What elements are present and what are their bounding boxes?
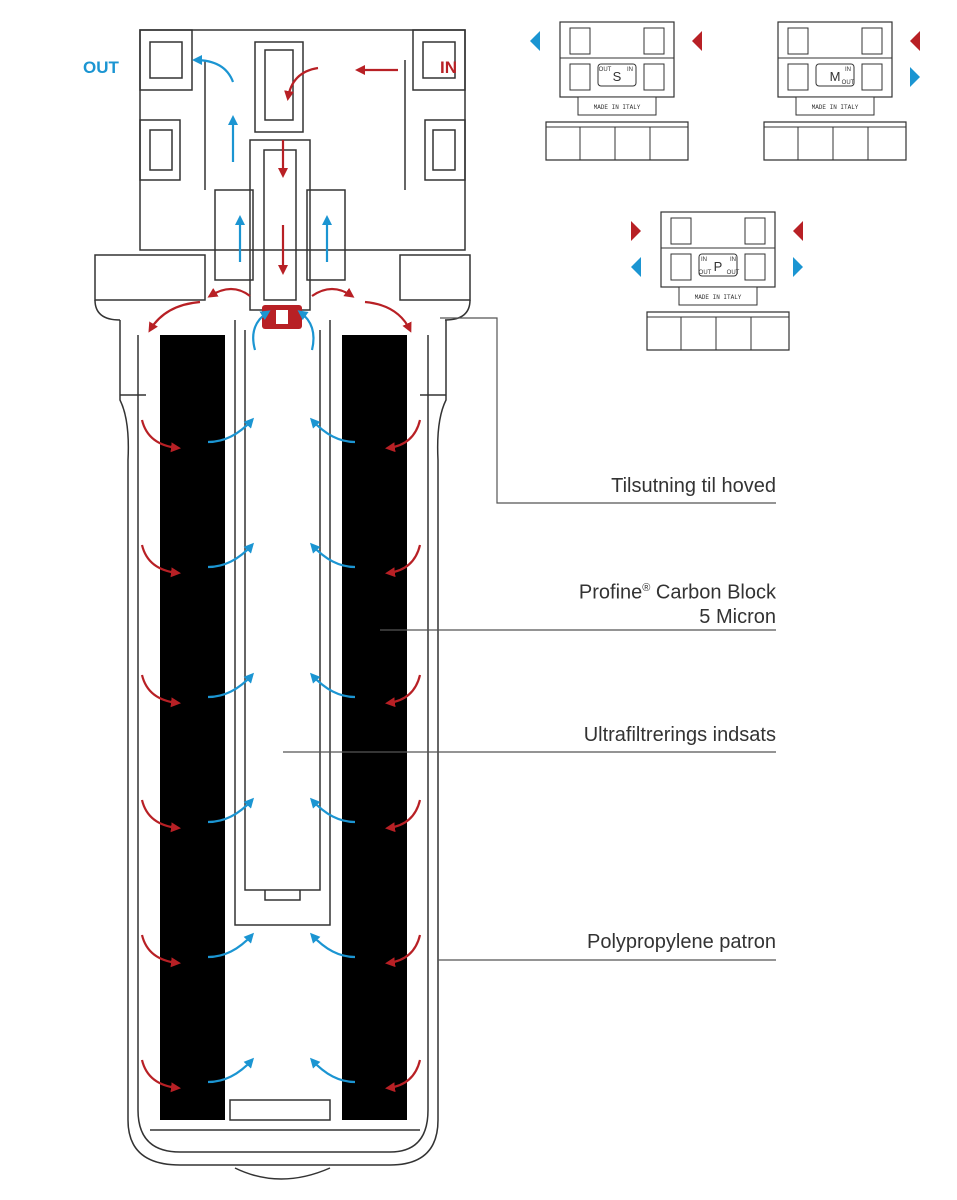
variant-made-in: MADE IN ITALY xyxy=(695,294,742,301)
callout-carbon: Profine® Carbon Block 5 Micron xyxy=(520,576,776,629)
inflow-arrow xyxy=(385,674,422,708)
variant-tag-sub: OUT xyxy=(842,80,855,86)
inflow-arrow xyxy=(385,934,422,968)
flow-arrows xyxy=(140,55,422,1093)
inflow-arrow xyxy=(311,287,355,298)
inflow-arrow xyxy=(385,799,422,833)
inflow-arrow xyxy=(207,287,251,298)
outflow-indicator xyxy=(530,31,540,51)
callout-uf: Ultrafiltrerings indsats xyxy=(583,724,776,746)
inflow-arrow xyxy=(385,419,422,453)
inflow-arrow xyxy=(140,419,181,453)
outflow-indicator xyxy=(631,257,641,277)
inflow-arrow xyxy=(140,799,181,833)
filter-housing xyxy=(119,320,447,1180)
head-variant-m: M IN OUT MADE IN ITALY xyxy=(763,21,920,161)
outflow-arrow xyxy=(309,932,356,959)
leader-connection xyxy=(440,317,776,504)
inflow-indicator xyxy=(793,221,803,241)
variant-letter: M xyxy=(830,69,841,84)
outflow-arrow xyxy=(309,797,356,824)
inflow-arrow xyxy=(140,934,181,968)
variant-made-in: MADE IN ITALY xyxy=(812,104,859,111)
inflow-indicator xyxy=(910,31,920,51)
callout-pp: Polypropylene patron xyxy=(586,931,776,953)
callout-carbon-product: Carbon Block xyxy=(650,581,776,604)
variant-letter: S xyxy=(613,69,622,84)
variant-tag-br: OUT xyxy=(727,270,740,276)
inflow-arrow xyxy=(140,674,181,708)
inflow-arrow xyxy=(148,300,201,333)
inflow-indicator xyxy=(631,221,641,241)
variant-made-in: MADE IN ITALY xyxy=(594,104,641,111)
variant-tag-left: OUT xyxy=(599,67,612,73)
inflow-arrow xyxy=(284,66,319,101)
callout-carbon-micron: 5 Micron xyxy=(699,605,776,628)
outflow-arrow xyxy=(192,55,235,83)
outflow-arrow xyxy=(309,1057,356,1084)
outflow-arrow xyxy=(297,310,315,351)
outflow-indicator xyxy=(910,67,920,87)
callout-leaders xyxy=(283,317,776,961)
head-variant-p: P IN IN OUT OUT MADE IN ITALY xyxy=(631,211,803,351)
outflow-arrow xyxy=(207,932,255,959)
inflow-arrow xyxy=(364,300,412,333)
callout-carbon-brand: Profine xyxy=(578,581,643,604)
variant-tag-tr: IN xyxy=(730,257,736,263)
uf-insert xyxy=(234,320,331,926)
out-label: OUT xyxy=(83,58,119,77)
inflow-arrow xyxy=(385,544,422,578)
outflow-arrow xyxy=(207,797,255,824)
inflow-arrow xyxy=(385,1059,422,1093)
outflow-arrow xyxy=(207,672,255,699)
callout-connection: Tilsutning til hoved xyxy=(611,475,776,497)
outflow-arrow xyxy=(309,542,356,569)
variant-letter: P xyxy=(714,259,723,274)
outflow-indicator xyxy=(793,257,803,277)
outflow-arrow xyxy=(309,672,356,699)
outflow-arrow xyxy=(207,1057,255,1084)
variant-tag-right: IN xyxy=(627,67,633,73)
carbon-block-right xyxy=(342,335,407,1120)
inflow-indicator xyxy=(692,31,702,51)
outflow-arrow xyxy=(207,542,255,569)
registered-mark: ® xyxy=(642,582,651,594)
variant-tag-right: IN xyxy=(845,67,851,73)
in-label: IN xyxy=(440,58,457,77)
inflow-arrow xyxy=(140,544,181,578)
outflow-arrow xyxy=(207,417,255,444)
variant-tag-bl: OUT xyxy=(699,270,712,276)
inflow-arrow xyxy=(140,1059,181,1093)
carbon-block-left xyxy=(160,335,225,1120)
outflow-arrow xyxy=(309,417,356,444)
variant-tag-tl: IN xyxy=(701,257,707,263)
outflow-arrow xyxy=(252,310,271,351)
